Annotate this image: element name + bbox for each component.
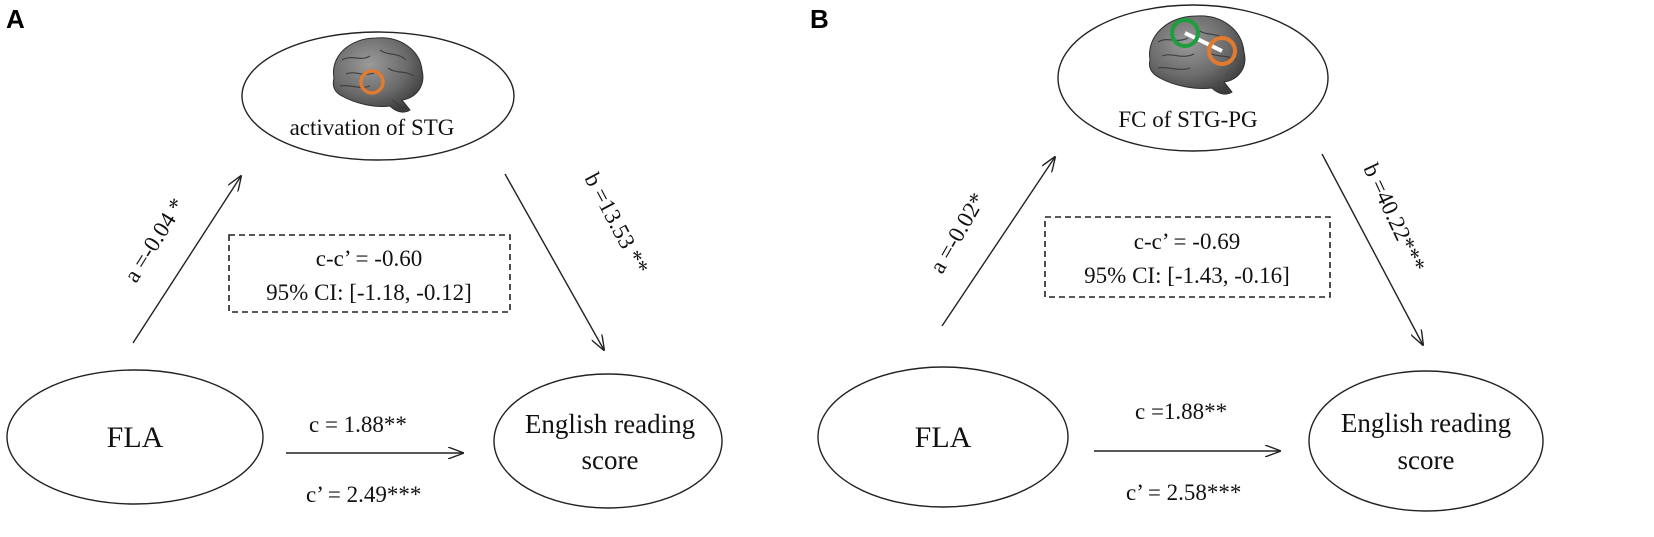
predictor-node-b: FLA [817, 366, 1069, 508]
indirect-effect-line1-a: c-c’ = -0.60 [316, 246, 422, 271]
path-c-prime-label-b: c’ = 2.58*** [1126, 480, 1241, 505]
path-b-arrow-b [1321, 153, 1423, 345]
path-b-label-a: b =13.53 ** [580, 169, 654, 279]
outcome-label-a-line2: score [582, 445, 639, 475]
stg-roi-marker [359, 69, 385, 95]
mediator-node-a: activation of STG [241, 31, 515, 161]
outcome-label-b-line1: English reading [1341, 408, 1511, 438]
indirect-effect-line1-b: c-c’ = -0.69 [1134, 229, 1240, 254]
outcome-node-b: English reading score [1308, 370, 1544, 512]
path-b-arrow-a [504, 173, 604, 350]
indirect-effect-line2-b: 95% CI: [-1.43, -0.16] [1084, 263, 1290, 288]
path-a-arrow-a [132, 176, 241, 344]
brain-render-icon [1149, 15, 1246, 95]
stg-roi-marker [1207, 36, 1237, 66]
indirect-effect-line2-a: 95% CI: [-1.18, -0.12] [266, 280, 472, 305]
predictor-label-a: FLA [107, 421, 164, 454]
indirect-effect-box-b: c-c’ = -0.69 95% CI: [-1.43, -0.16] [1044, 216, 1331, 298]
mediator-label-b: FC of STG-PG [1118, 107, 1257, 132]
connectivity-link [1184, 31, 1223, 53]
path-c-prime-label-a: c’ = 2.49*** [306, 482, 421, 507]
outcome-label-a-line1: English reading [525, 409, 695, 439]
path-a-arrow-b [941, 157, 1055, 327]
indirect-effect-box-a: c-c’ = -0.60 95% CI: [-1.18, -0.12] [228, 234, 511, 313]
pg-roi-marker [1170, 18, 1200, 48]
path-b-label-b: b =40.22*** [1358, 160, 1430, 276]
panel-b: B FC of STG-PG FLA English reading score [810, 4, 1544, 512]
outcome-node-a: English reading score [493, 373, 723, 509]
predictor-label-b: FLA [915, 421, 972, 454]
brain-render-icon [332, 37, 424, 113]
panel-a-label: A [6, 4, 25, 34]
panel-b-label: B [810, 4, 829, 34]
path-c-label-a: c = 1.88** [309, 412, 407, 437]
mediator-label-a: activation of STG [290, 115, 455, 140]
path-a-label-b: a =-0.02* [925, 188, 991, 277]
path-c-label-b: c =1.88** [1135, 399, 1227, 424]
outcome-label-b-line2: score [1398, 445, 1455, 475]
mediator-node-b: FC of STG-PG [1057, 4, 1329, 152]
path-a-label-a: a =-0.04 * [119, 194, 190, 287]
panel-a: A activation of STG FLA English reading … [6, 4, 723, 509]
predictor-node-a: FLA [6, 369, 264, 505]
